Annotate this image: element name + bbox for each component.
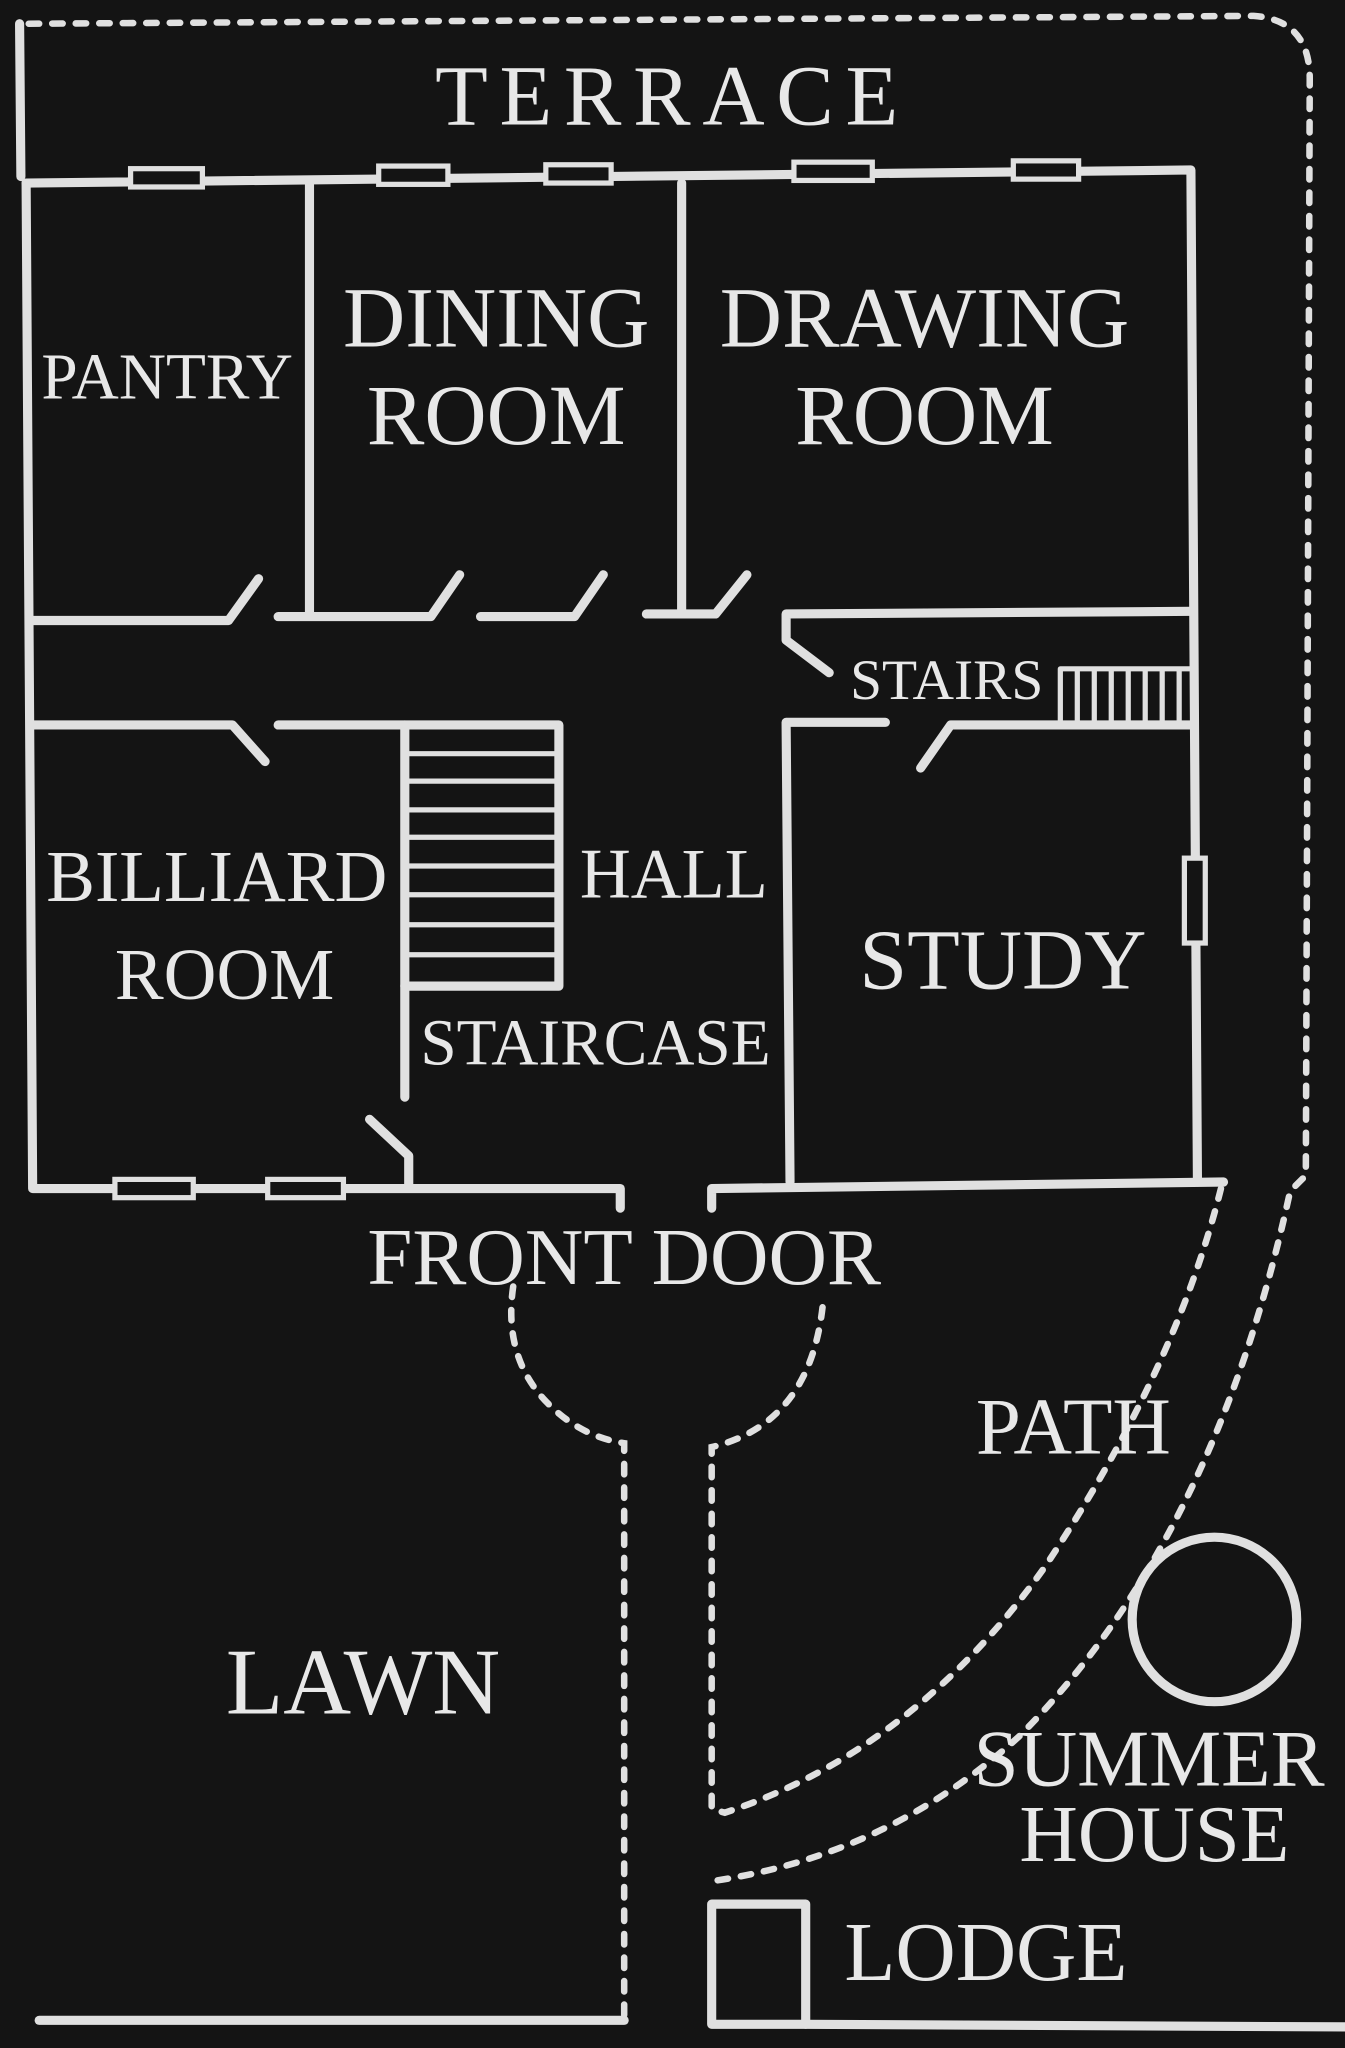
label-summer-2: HOUSE — [1019, 1789, 1289, 1879]
label-front-door: FRONT DOOR — [367, 1212, 881, 1302]
label-hall: HALL — [580, 835, 768, 913]
label-billiard-2: ROOM — [115, 934, 334, 1015]
label-pantry: PANTRY — [41, 342, 293, 414]
summer-house-shape — [1127, 1532, 1302, 1707]
windows — [112, 158, 1208, 1201]
label-lawn: LAWN — [226, 1630, 500, 1734]
label-billiard-1: BILLIARD — [46, 836, 387, 917]
hall-staircase-steps — [402, 751, 562, 958]
label-drawing-2: ROOM — [795, 367, 1054, 463]
dotted-paths — [25, 12, 1314, 2021]
label-terrace: TERRACE — [435, 47, 910, 143]
label-summer-1: SUMMER — [974, 1713, 1325, 1803]
label-stairs: STAIRS — [850, 649, 1043, 712]
label-dining-2: ROOM — [367, 367, 626, 463]
label-study: STUDY — [859, 912, 1146, 1008]
stairs-steps — [1057, 666, 1194, 724]
label-drawing-1: DRAWING — [720, 269, 1130, 365]
label-dining-1: DINING — [343, 269, 649, 365]
lodge-shape — [707, 1899, 811, 2029]
label-staircase: STAIRCASE — [420, 1007, 770, 1079]
label-lodge: LODGE — [844, 1907, 1127, 1999]
label-path: PATH — [976, 1382, 1171, 1472]
